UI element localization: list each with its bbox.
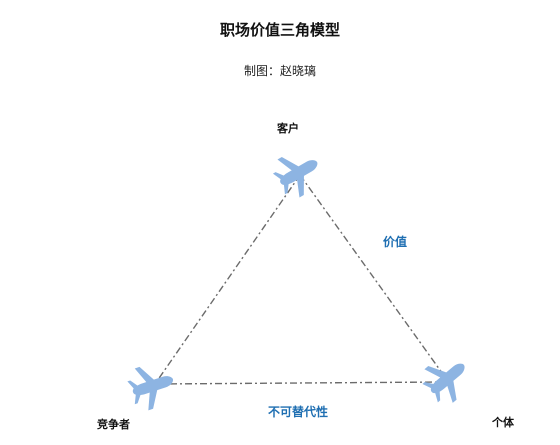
triangle-edges — [154, 174, 446, 385]
author-credit: 制图：赵晓璃 — [243, 64, 316, 78]
node-label-competitor: 竞争者 — [97, 418, 130, 431]
node-label-individual: 个体 — [492, 416, 514, 429]
airplane-icon — [416, 348, 478, 410]
airplane-icon — [267, 142, 329, 204]
airplane-icon — [124, 358, 180, 414]
node-label-customer: 客户 — [277, 122, 299, 135]
page-title: 职场价值三角模型 — [219, 21, 340, 39]
edge-label-value: 价值 — [383, 235, 408, 249]
edge-customer-to-individual — [299, 174, 446, 378]
edge-label-irreplaceability: 不可替代性 — [268, 405, 329, 419]
edge-competitor-to-individual — [154, 381, 446, 385]
edge-customer-to-competitor — [154, 174, 301, 385]
